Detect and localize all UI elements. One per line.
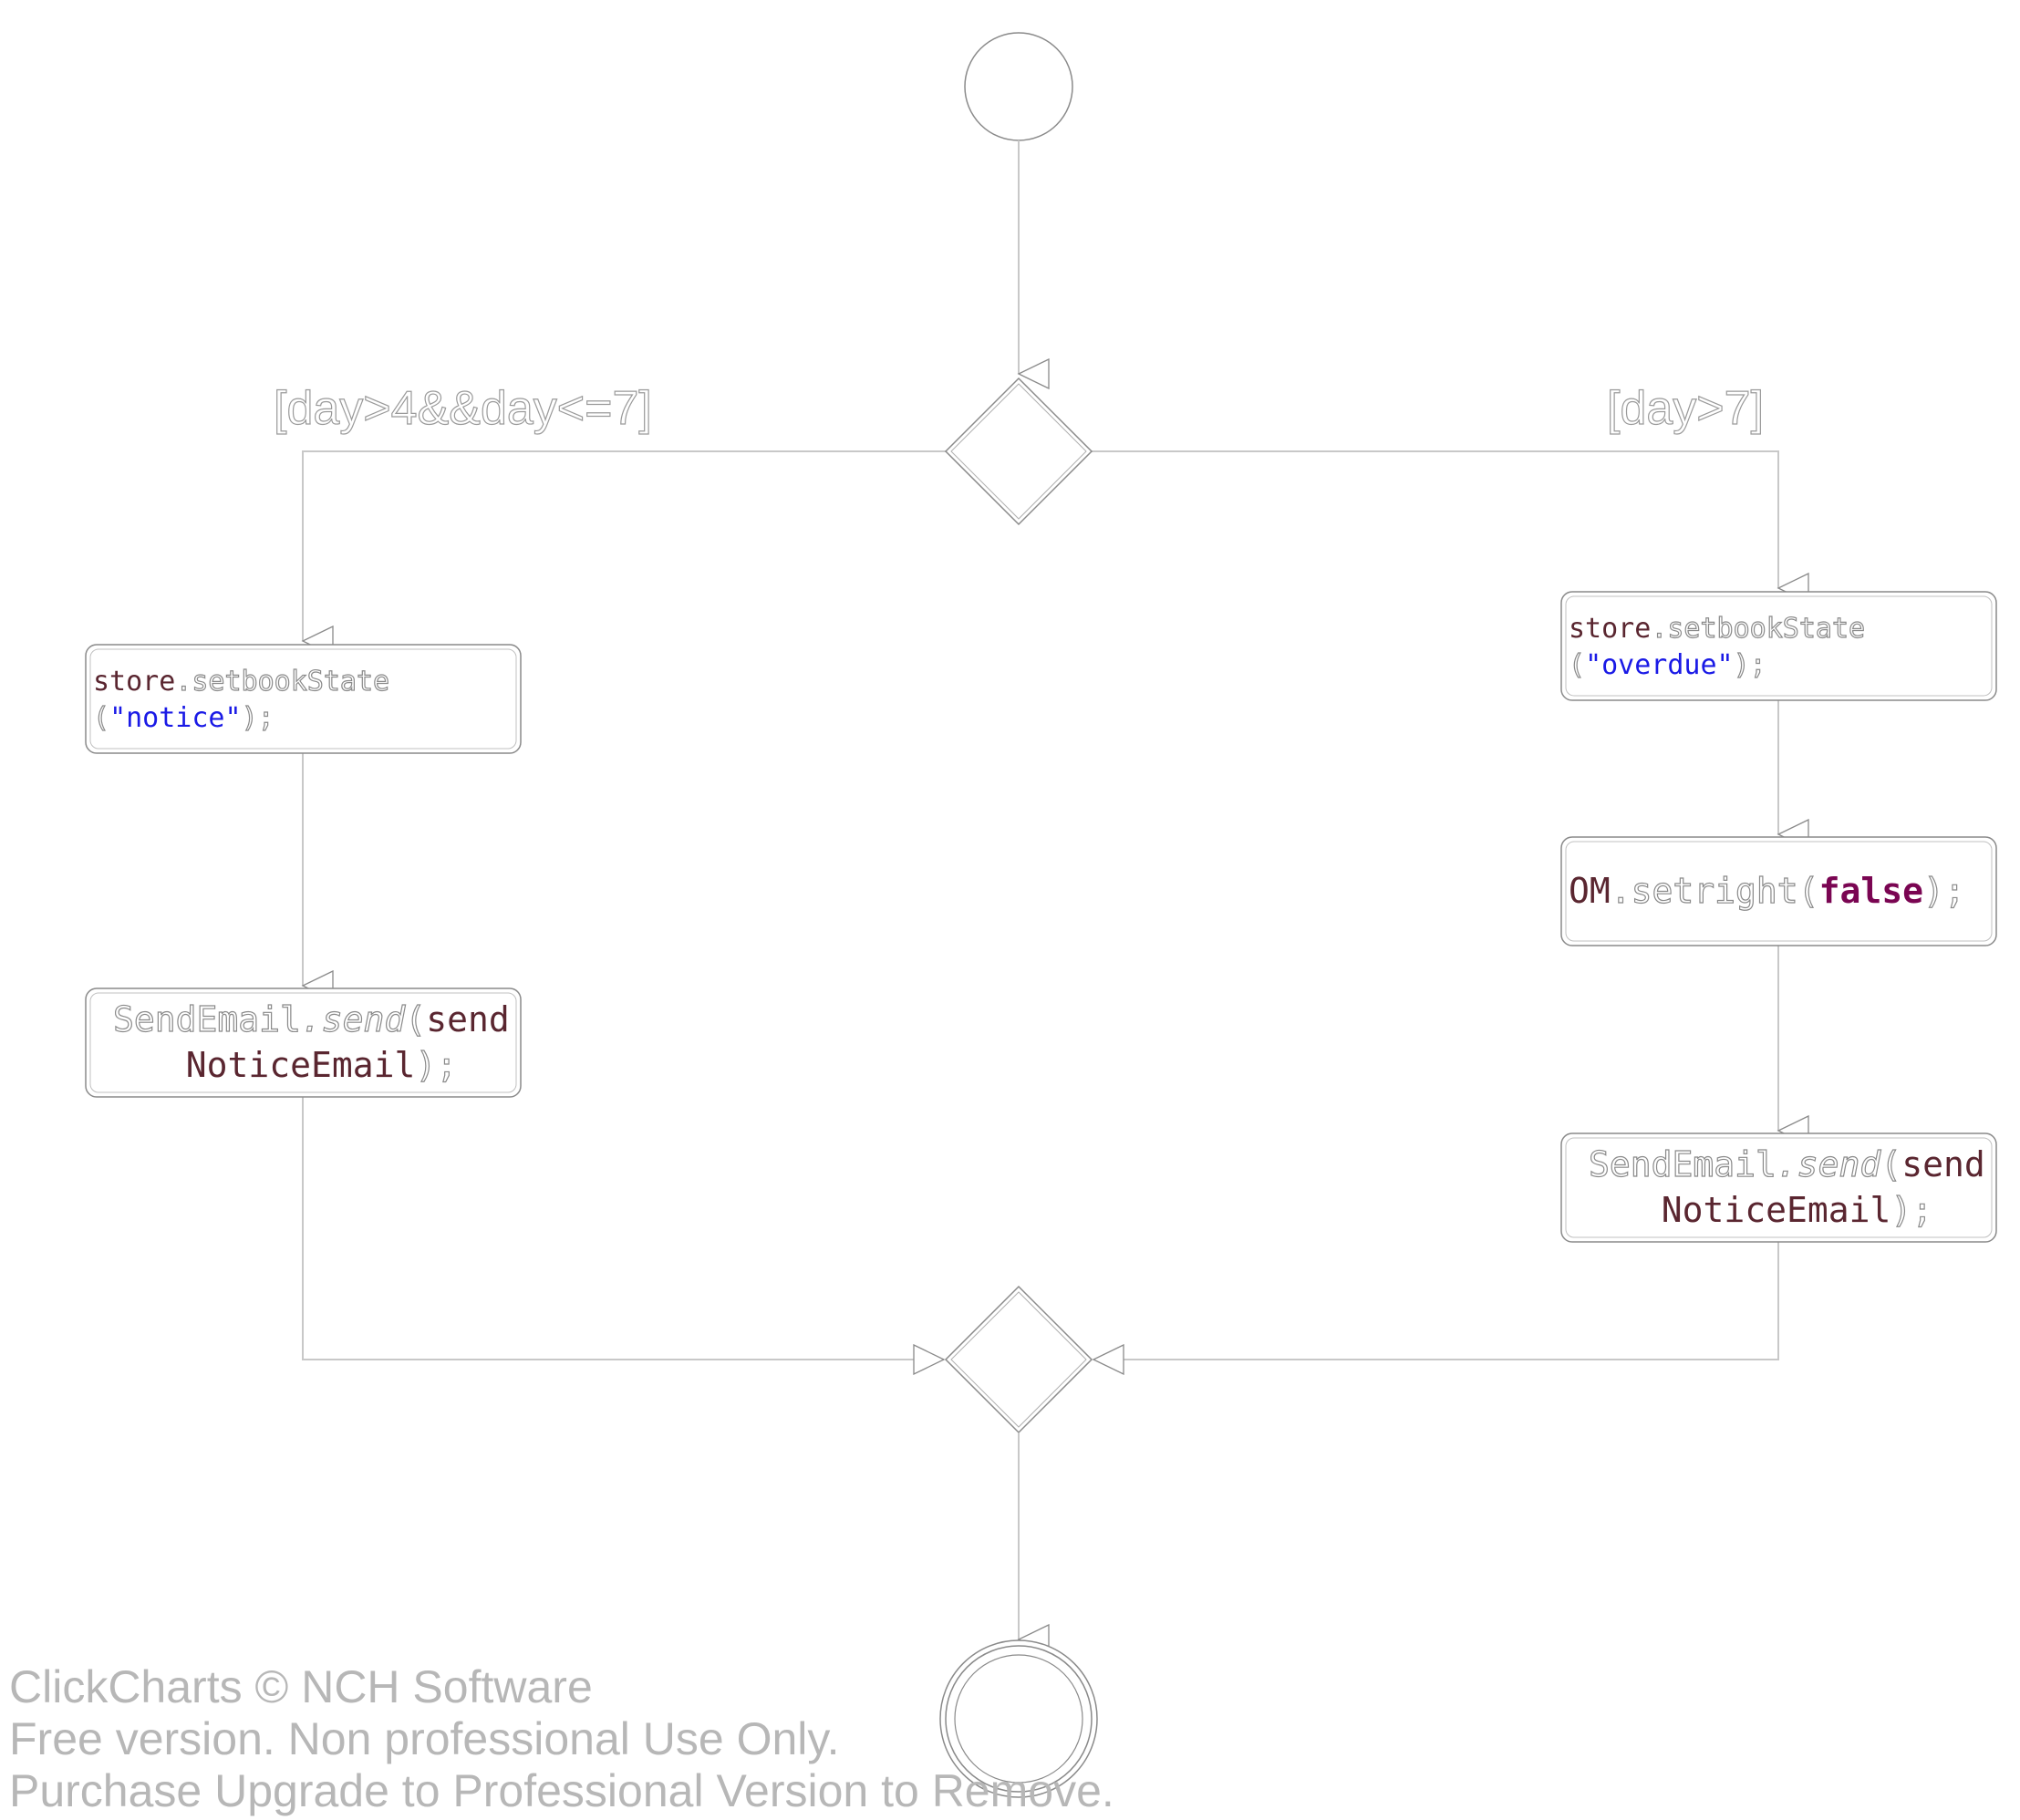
- code-method: .send: [300, 998, 406, 1039]
- code-close: );: [241, 701, 275, 734]
- action-box-overdue-email[interactable]: [1560, 1132, 1997, 1243]
- code-close: );: [1891, 1189, 1933, 1230]
- code-argument-part1: send: [1901, 1144, 1985, 1184]
- action-box-overdue-state[interactable]: [1560, 591, 1997, 701]
- code-object: SendEmail: [112, 998, 301, 1039]
- action-text-overdue-email: SendEmail.send(send NoticeEmail);: [1588, 1142, 1990, 1233]
- final-node[interactable]: [939, 1639, 1098, 1798]
- code-keyword: false: [1818, 871, 1923, 911]
- code-method: .setright: [1610, 870, 1798, 911]
- code-argument-part2: NoticeEmail: [185, 1045, 416, 1085]
- watermark-line-3: Purchase Upgrade to Professional Version…: [9, 1765, 1114, 1816]
- watermark: ClickCharts © NCH Software Free version.…: [9, 1661, 1114, 1817]
- watermark-line-1: ClickCharts © NCH Software: [9, 1661, 593, 1712]
- code-close: );: [415, 1044, 458, 1085]
- code-argument: "notice": [109, 702, 242, 734]
- code-close: );: [1733, 648, 1766, 681]
- action-box-set-right[interactable]: [1560, 836, 1997, 946]
- code-method: .setbookState: [1651, 612, 1866, 645]
- merge-node[interactable]: [944, 1285, 1093, 1434]
- code-open: (: [1797, 870, 1819, 911]
- action-box-notice-email[interactable]: [85, 988, 522, 1098]
- code-open: (: [92, 701, 110, 734]
- code-argument-part1: send: [426, 999, 510, 1039]
- action-text-overdue-state: store.setbookState ("overdue");: [1568, 611, 1866, 684]
- edge-decision-to-notice: [303, 450, 946, 641]
- code-open: (: [405, 998, 427, 1039]
- action-text-notice-state: store.setbookState ("notice");: [92, 664, 390, 737]
- code-open: (: [1880, 1143, 1902, 1184]
- code-argument-part2: NoticeEmail: [1661, 1190, 1891, 1230]
- edge-decision-to-overdue: [1092, 450, 1778, 588]
- watermark-line-2: Free version. Non professional Use Only.: [9, 1713, 840, 1764]
- decision-node[interactable]: [944, 377, 1093, 526]
- guard-label-right: [day>7]: [1606, 381, 1765, 435]
- edge-email-to-merge-left: [302, 1096, 944, 1360]
- code-open: (: [1568, 648, 1586, 681]
- code-close: );: [1922, 870, 1965, 911]
- code-method: .setbookState: [175, 665, 390, 698]
- action-text-set-right: OM.setright(false);: [1569, 868, 1965, 914]
- edge-email-to-merge-right: [1093, 1242, 1779, 1360]
- action-box-notice-state[interactable]: [85, 644, 522, 754]
- action-text-notice-email: SendEmail.send(send NoticeEmail);: [112, 997, 514, 1088]
- code-argument: "overdue": [1585, 649, 1734, 681]
- initial-node[interactable]: [964, 32, 1073, 141]
- guard-label-left: [day>4&&day<=7]: [273, 381, 652, 435]
- code-object: store: [1569, 613, 1652, 645]
- code-method: .send: [1776, 1143, 1881, 1184]
- code-object: store: [93, 666, 176, 698]
- code-object: SendEmail: [1588, 1143, 1777, 1184]
- code-object: OM: [1569, 871, 1611, 911]
